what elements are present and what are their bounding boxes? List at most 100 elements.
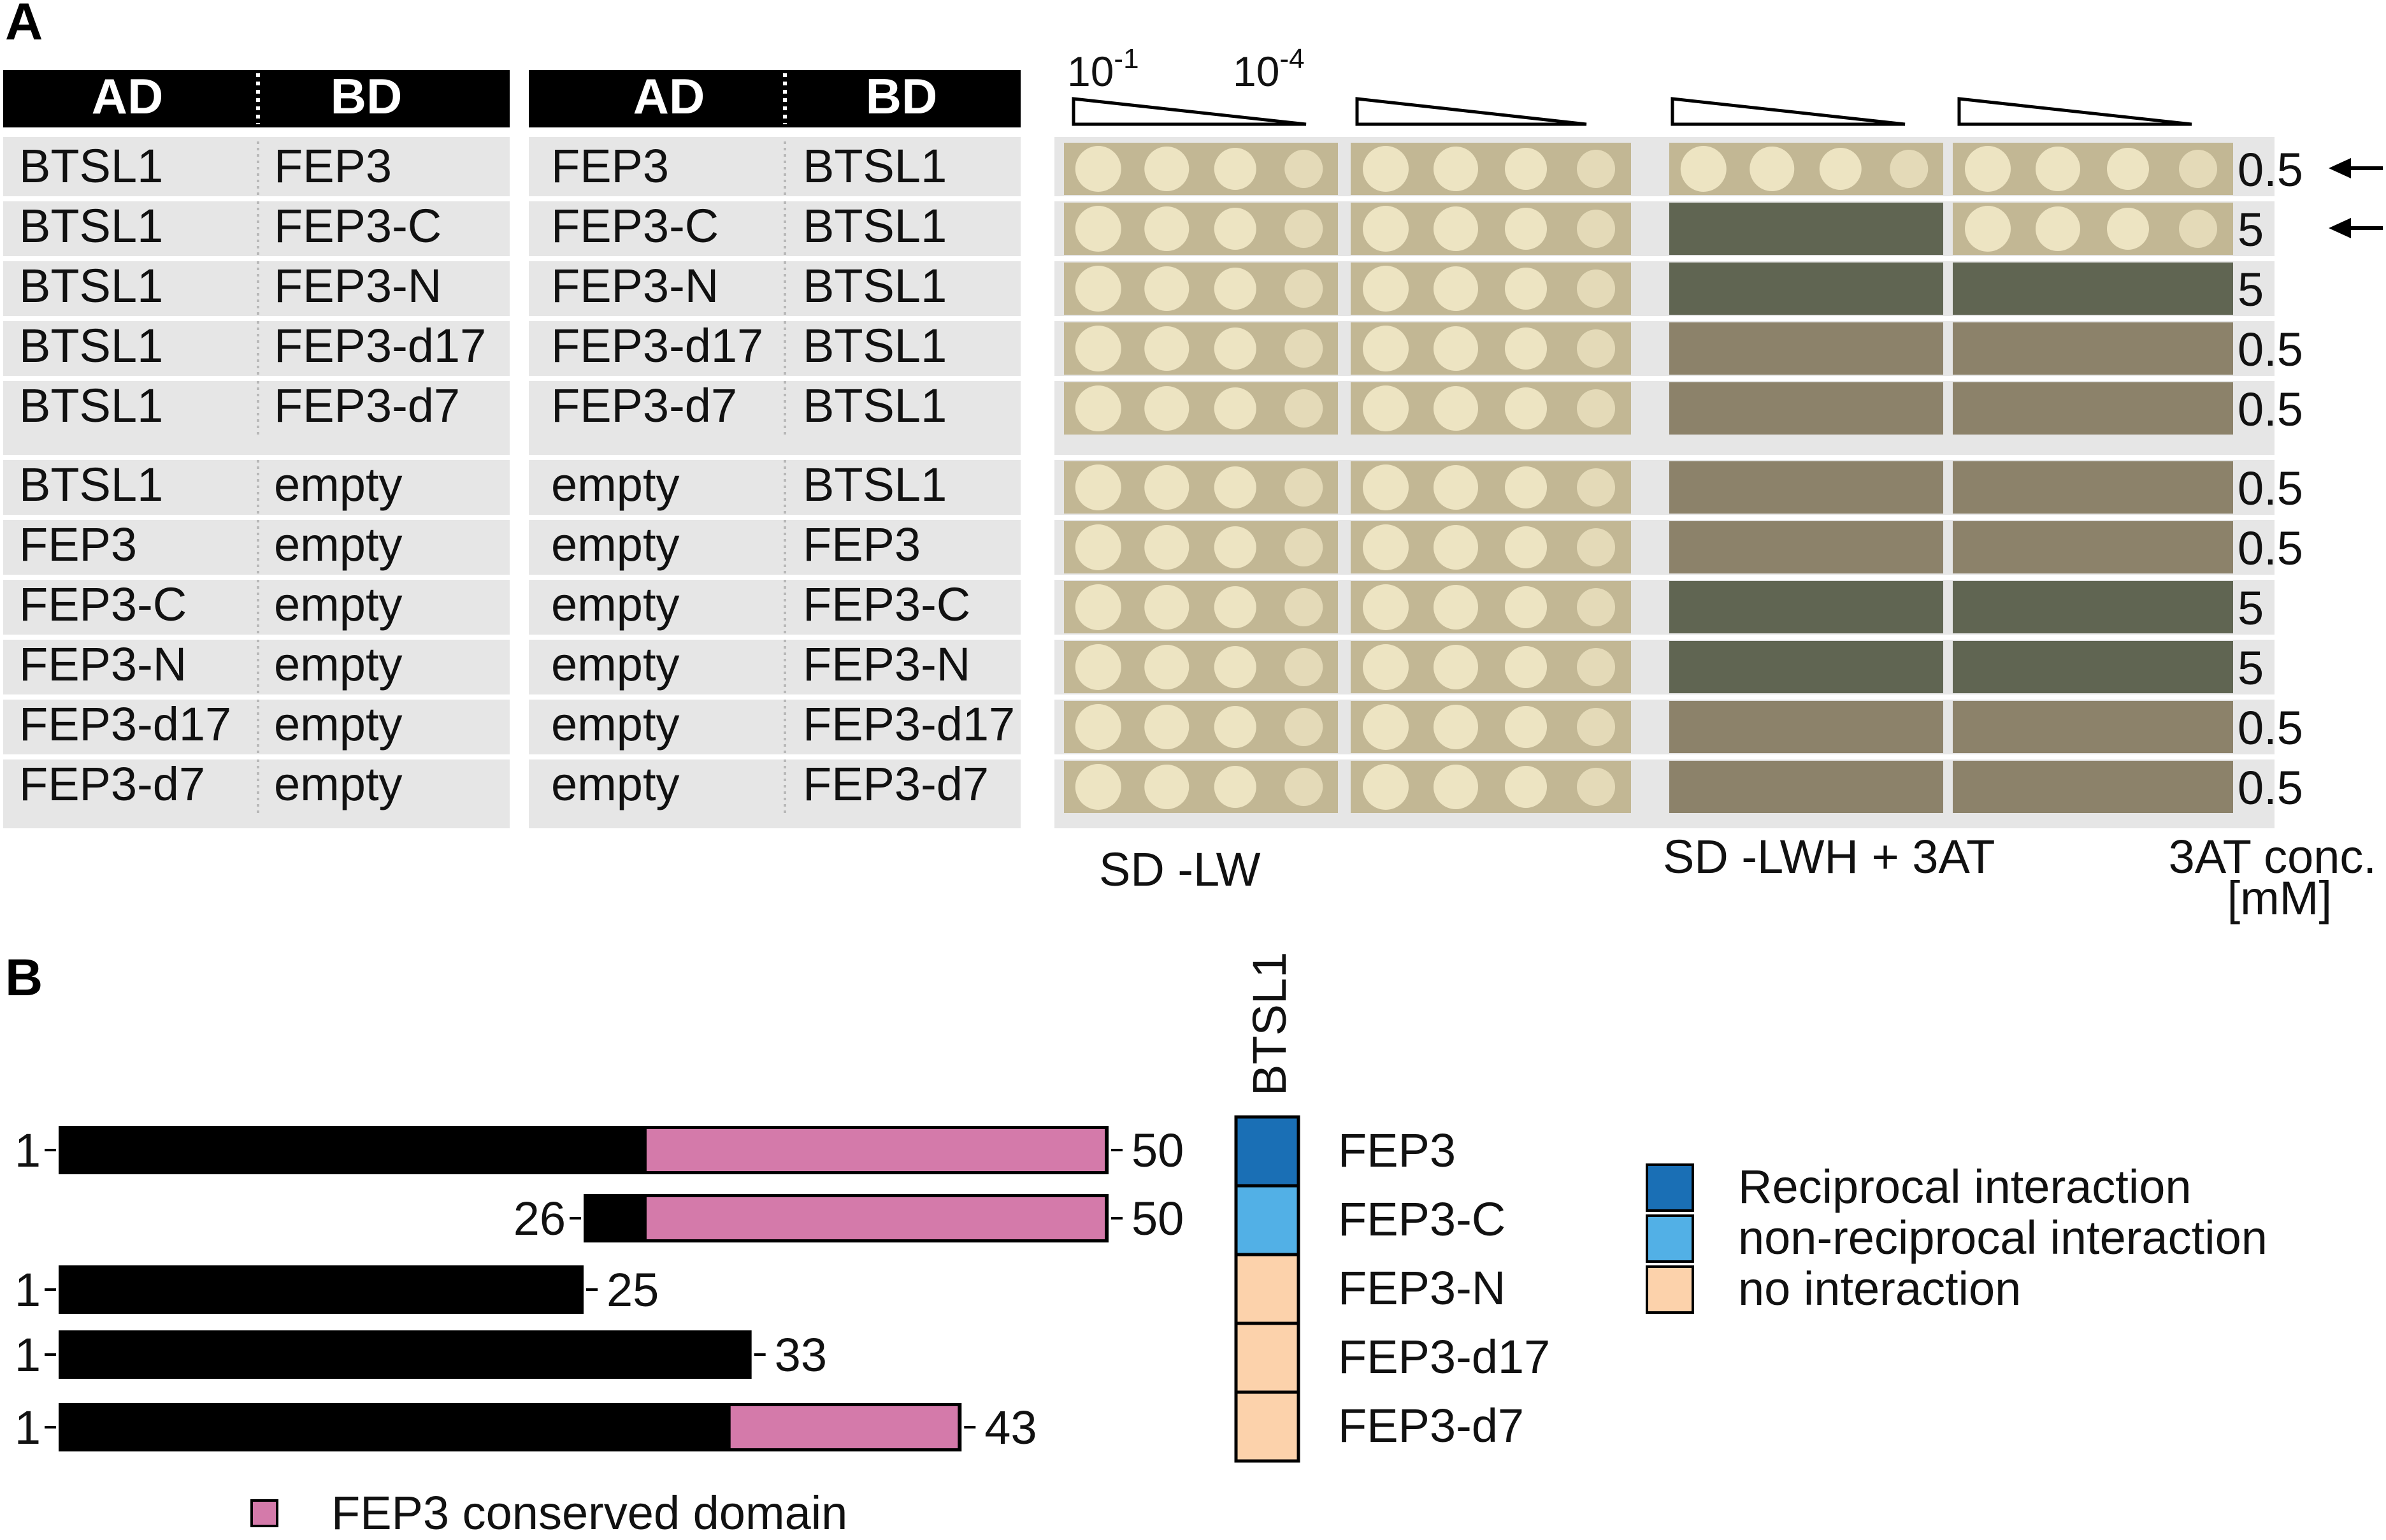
conserved-domain xyxy=(646,1129,1105,1171)
bd-left-label: FEP3-C xyxy=(274,199,442,252)
sd-lwh-label: SD -LWH + 3AT xyxy=(1663,830,1995,883)
bd-right-label: FEP3-d17 xyxy=(803,698,1015,751)
colony-spot xyxy=(1505,387,1547,429)
colony-spot xyxy=(1214,646,1256,688)
bd-left-label: empty xyxy=(274,698,403,751)
colony-spot xyxy=(2179,210,2217,248)
bd-right-label: BTSL1 xyxy=(803,259,947,312)
colony-spot xyxy=(1577,768,1615,806)
conc-value: 5 xyxy=(2238,642,2264,694)
colony-spot xyxy=(1284,588,1323,626)
bd-left-label: FEP3-d17 xyxy=(274,319,486,372)
ad-left-label: FEP3-d7 xyxy=(19,758,205,810)
label-panel-right xyxy=(529,137,1021,828)
ad-left-label: BTSL1 xyxy=(19,319,163,372)
plate-strip xyxy=(1953,701,2233,753)
colony-spot xyxy=(1284,708,1323,746)
colony-spot xyxy=(1075,266,1121,312)
colony-spot xyxy=(1577,468,1615,507)
colony-spot xyxy=(1075,764,1121,810)
colony-spot xyxy=(1144,326,1189,371)
plate-strip xyxy=(1669,581,1943,633)
colony-spot xyxy=(1214,208,1256,250)
ad-right-label: empty xyxy=(551,698,680,751)
construct-name: FEP3-C xyxy=(1338,1193,1506,1246)
colony-spot xyxy=(1434,326,1478,371)
label-panel-left xyxy=(3,137,510,828)
plate-strip xyxy=(1669,203,1943,255)
bd-right-label: BTSL1 xyxy=(803,140,947,192)
colony-spot xyxy=(1434,206,1478,251)
colony-spot xyxy=(1214,766,1256,808)
plate-strip xyxy=(1669,382,1943,435)
ad-right-label: FEP3-d7 xyxy=(551,379,737,432)
interaction-cell xyxy=(1234,1115,1300,1188)
start-residue-label: 1 xyxy=(15,1263,41,1316)
colony-spot xyxy=(1363,266,1409,312)
header-bd-right: BD xyxy=(866,68,938,124)
start-residue-label: 1 xyxy=(15,1124,41,1177)
colony-spot xyxy=(1577,648,1615,686)
ad-right-label: FEP3-N xyxy=(551,259,719,312)
ad-right-label: empty xyxy=(551,758,680,810)
colony-spot xyxy=(1434,585,1478,630)
colony-spot xyxy=(1890,150,1929,188)
bd-left-label: FEP3-N xyxy=(274,259,442,312)
plate-strip xyxy=(1953,382,2233,435)
colony-spot xyxy=(1214,148,1256,190)
colony-spot xyxy=(1577,708,1615,746)
colony-spot xyxy=(2107,148,2149,190)
colony-spot xyxy=(1505,327,1547,370)
colony-spot xyxy=(1075,206,1121,252)
colony-spot xyxy=(1434,765,1478,809)
colony-spot xyxy=(1434,705,1478,749)
plate-strip xyxy=(1669,521,1943,573)
bd-right-label: BTSL1 xyxy=(803,458,947,511)
colony-spot xyxy=(1363,326,1409,371)
colony-spot xyxy=(1577,389,1615,428)
ad-right-label: FEP3-C xyxy=(551,199,719,252)
header-bd-left: BD xyxy=(331,68,403,124)
colony-spot xyxy=(1505,706,1547,748)
plate-strip xyxy=(1953,761,2233,813)
ad-left-label: FEP3-d17 xyxy=(19,698,231,751)
start-residue-label: 26 xyxy=(514,1192,566,1245)
colony-spot xyxy=(1505,208,1547,250)
ad-right-label: FEP3-d17 xyxy=(551,319,763,372)
plate-strip xyxy=(1953,581,2233,633)
conc-label-line2: [mM] xyxy=(2227,872,2332,925)
legend-swatch xyxy=(1646,1214,1694,1263)
end-residue-label: 50 xyxy=(1132,1124,1184,1177)
colony-spot xyxy=(1577,588,1615,626)
colony-spot xyxy=(1075,704,1121,750)
colony-spot xyxy=(1075,385,1121,431)
interaction-cell xyxy=(1234,1184,1300,1256)
colony-spot xyxy=(2107,208,2149,250)
bd-left-label: empty xyxy=(274,458,403,511)
construct-name: FEP3-d7 xyxy=(1338,1399,1524,1452)
header-ad-left: AD xyxy=(92,68,164,124)
interaction-cell xyxy=(1234,1321,1300,1394)
panel-a-label: A xyxy=(5,0,43,51)
colony-spot xyxy=(1577,528,1615,566)
colony-spot xyxy=(1680,146,1727,192)
end-residue-label: 25 xyxy=(607,1263,659,1316)
colony-spot xyxy=(2036,147,2080,191)
bd-right-label: FEP3 xyxy=(803,518,921,571)
interaction-cell xyxy=(1234,1390,1300,1463)
start-residue-label: 1 xyxy=(15,1401,41,1454)
construct-name: FEP3-N xyxy=(1338,1262,1506,1314)
plate-strip xyxy=(1669,322,1943,375)
colony-spot xyxy=(1075,524,1121,570)
colony-spot xyxy=(1075,644,1121,690)
colony-spot xyxy=(1505,268,1547,310)
protein-bar xyxy=(59,1265,584,1314)
